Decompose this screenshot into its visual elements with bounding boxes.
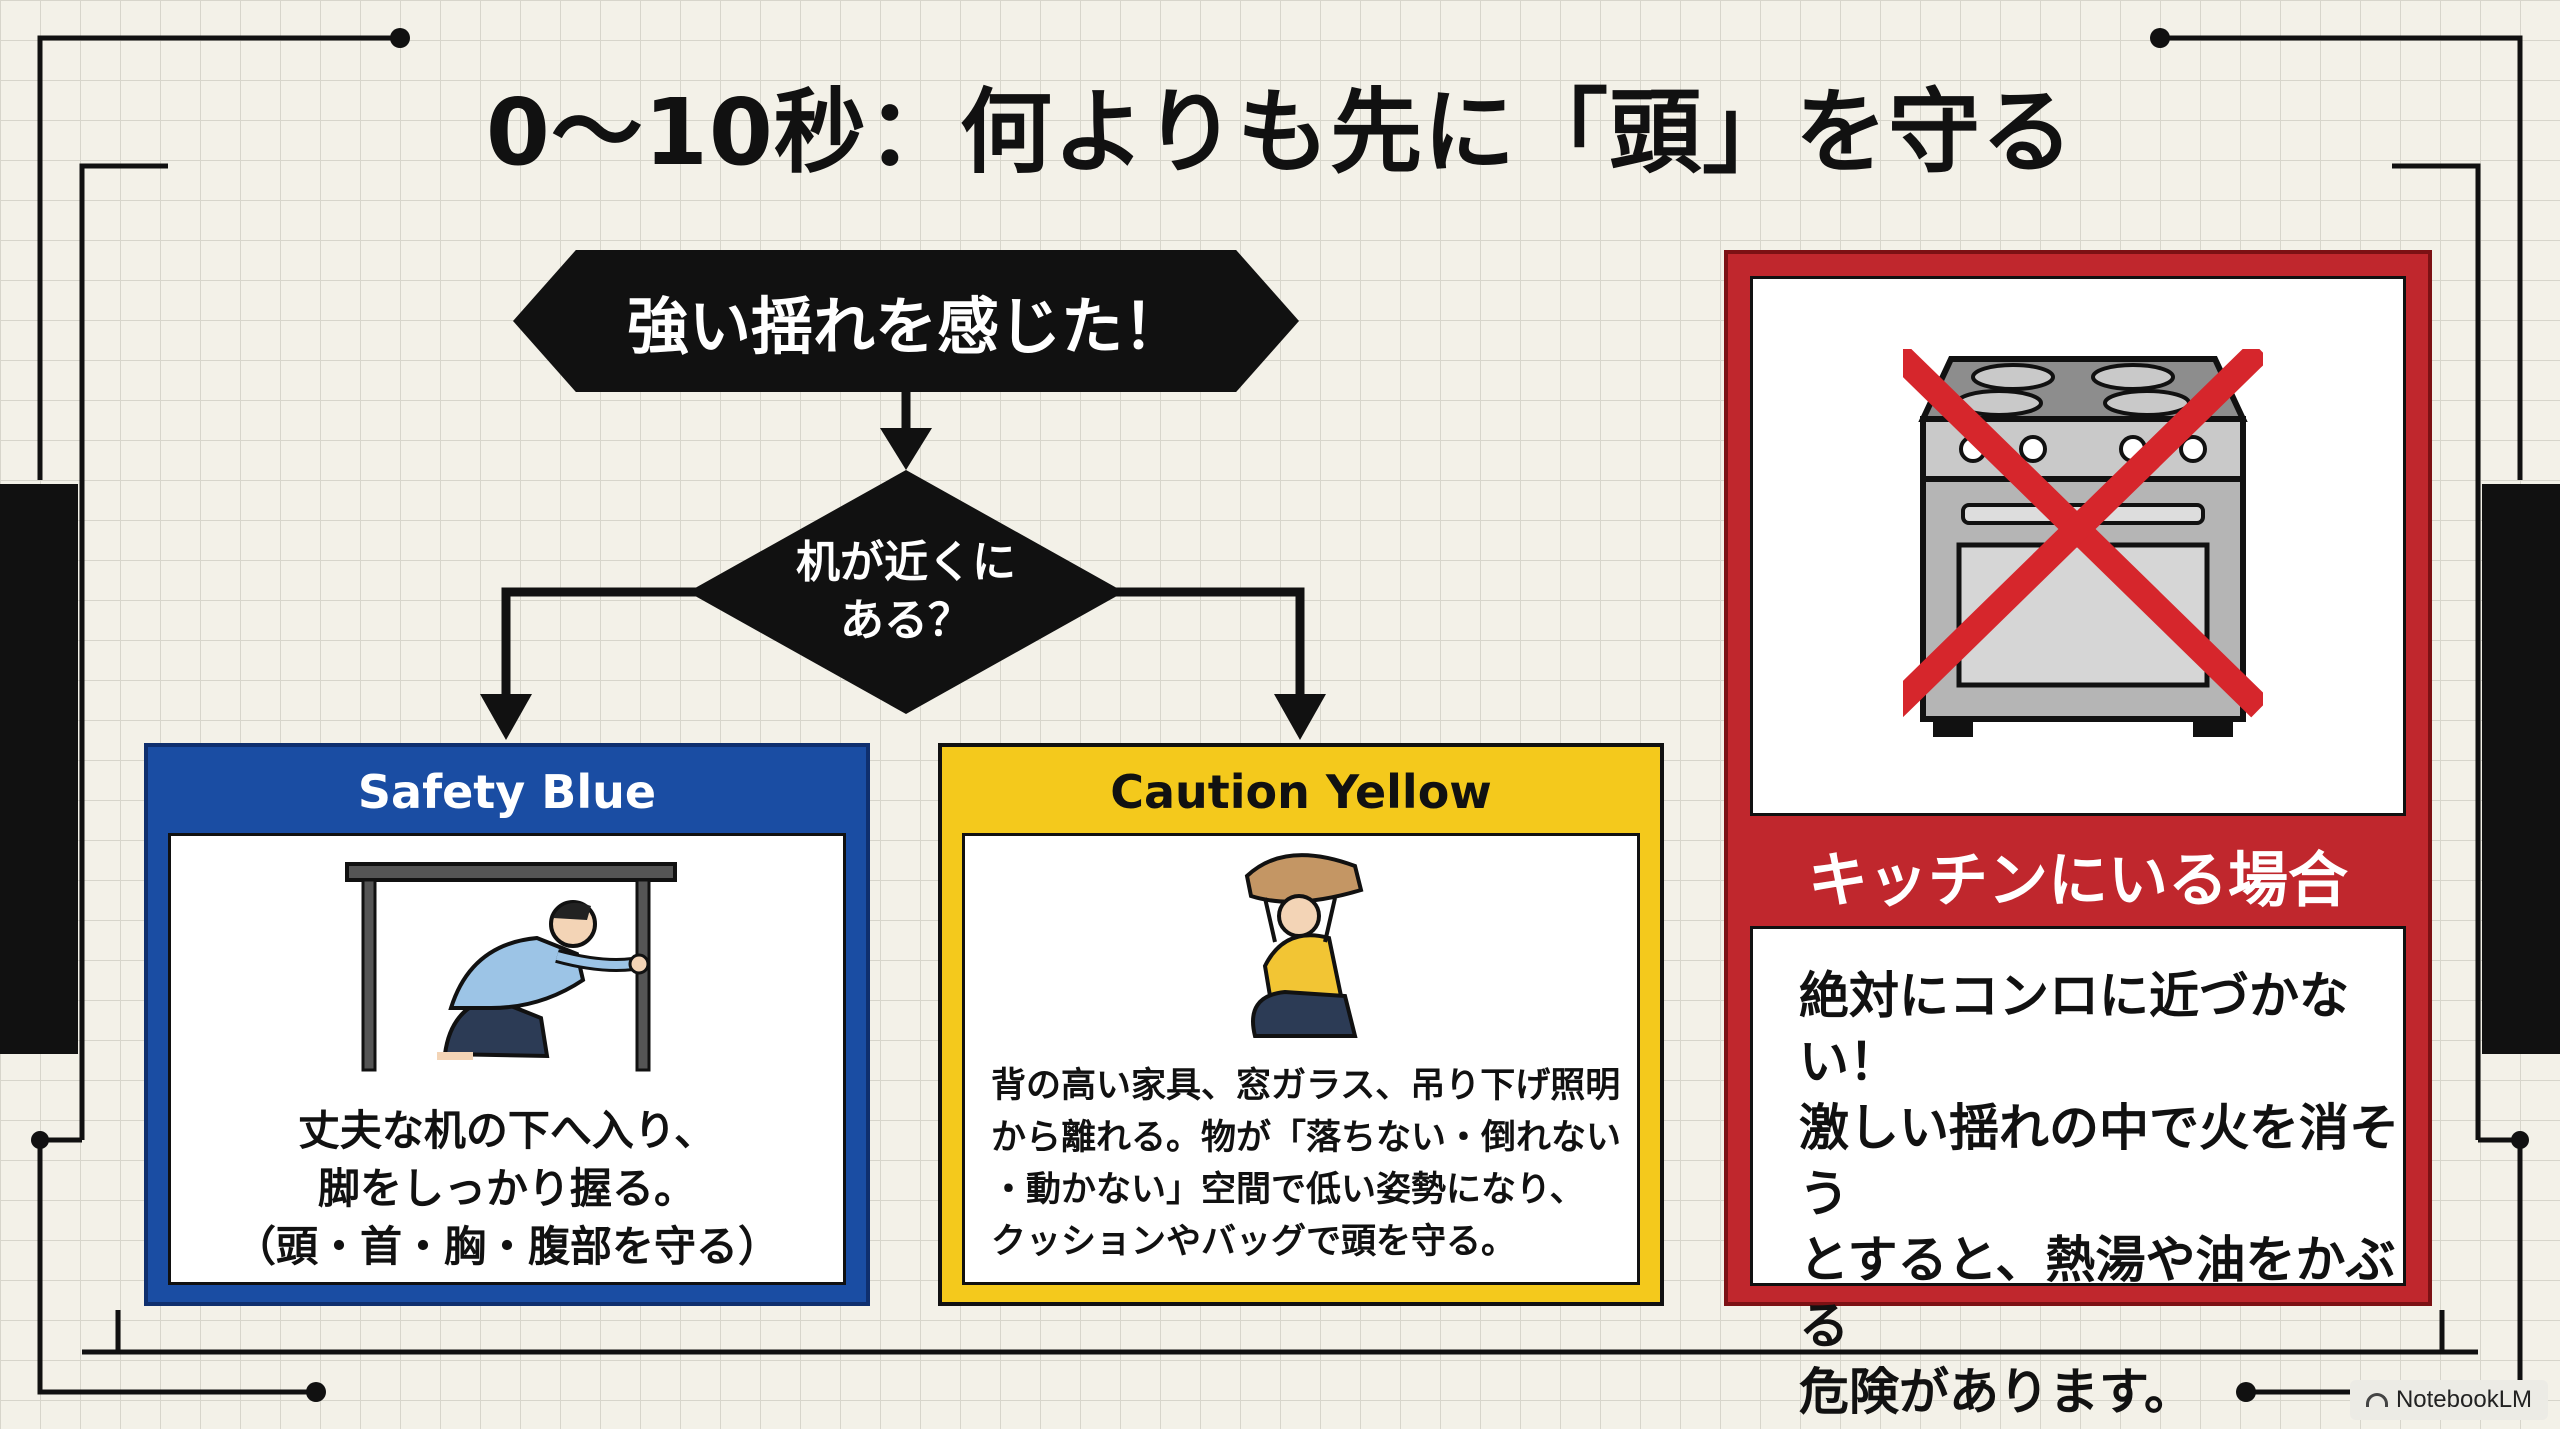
page-title: 0〜10秒：何よりも先に「頭」を守る (485, 79, 2075, 186)
caution-yellow-panel: 背の高い家具、窓ガラス、吊り下げ照明 から離れる。物が「落ちない・倒れない ・動… (962, 833, 1640, 1285)
person-under-desk-icon (345, 862, 677, 1072)
safety-blue-text: 丈夫な机の下へ入り、 脚をしっかり握る。 （頭・首・胸・腹部を守る） (171, 1102, 843, 1276)
notebooklm-badge: NotebookLM (2350, 1380, 2548, 1420)
decision-line-1: 机が近くに (796, 537, 1016, 588)
red-line-3: とすると、熱湯や油をかぶる (1799, 1231, 2396, 1355)
blue-line-2: 脚をしっかり握る。 (317, 1164, 696, 1213)
kitchen-text: 絶対にコンロに近づかない！ 激しい揺れの中で火を消そう とすると、熱湯や油をかぶ… (1753, 963, 2403, 1425)
flow-start-label: 強い揺れを感じた！ (626, 290, 1185, 363)
notebooklm-label: NotebookLM (2395, 1386, 2533, 1413)
blue-line-1: 丈夫な机の下へ入り、 (297, 1106, 717, 1155)
decision-line-2: ある？ (840, 595, 972, 646)
stove-image-panel (1750, 276, 2406, 816)
caution-yellow-card: Caution Yellow 背の高い家具、窓ガラス、吊り下げ照明 から離れる。… (938, 743, 1664, 1306)
person-crouching-icon (1244, 853, 1364, 1038)
safety-blue-card: Safety Blue 丈夫な机の下へ入り、 脚をしっかり握る。 （頭・首・胸・… (144, 743, 870, 1306)
yellow-line-2: から離れる。物が「落ちない・倒れない (991, 1118, 1622, 1158)
flow-start-node: 強い揺れを感じた！ (513, 250, 1299, 392)
flow-decision-label: 机が近くに ある？ (796, 534, 1016, 650)
notebooklm-logo-icon (2365, 1393, 2388, 1407)
kitchen-text-panel: 絶対にコンロに近づかない！ 激しい揺れの中で火を消そう とすると、熱湯や油をかぶ… (1750, 926, 2406, 1421)
safety-blue-heading: Safety Blue (357, 765, 657, 819)
red-line-2: 激しい揺れの中で火を消そう (1799, 1099, 2399, 1223)
blue-line-3: （頭・首・胸・腹部を守る） (233, 1222, 780, 1271)
red-line-4: 危険があります。 (1799, 1363, 2194, 1421)
yellow-line-1: 背の高い家具、窓ガラス、吊り下げ照明 (991, 1066, 1621, 1106)
safety-blue-panel: 丈夫な机の下へ入り、 脚をしっかり握る。 （頭・首・胸・腹部を守る） (168, 833, 846, 1285)
kitchen-heading: キッチンにいる場合 (1808, 846, 2348, 916)
yellow-line-4: クッションやバッグで頭を守る。 (991, 1222, 1517, 1262)
kitchen-warning-card: キッチンにいる場合 絶対にコンロに近づかない！ 激しい揺れの中で火を消そう とす… (1724, 250, 2432, 1421)
red-line-1: 絶対にコンロに近づかない！ (1799, 967, 2349, 1091)
caution-yellow-heading: Caution Yellow (1110, 765, 1492, 819)
stove-crossed-out-icon (1903, 349, 2263, 737)
yellow-line-3: ・動かない」空間で低い姿勢になり、 (991, 1170, 1585, 1210)
caution-yellow-text: 背の高い家具、窓ガラス、吊り下げ照明 から離れる。物が「落ちない・倒れない ・動… (965, 1060, 1637, 1268)
